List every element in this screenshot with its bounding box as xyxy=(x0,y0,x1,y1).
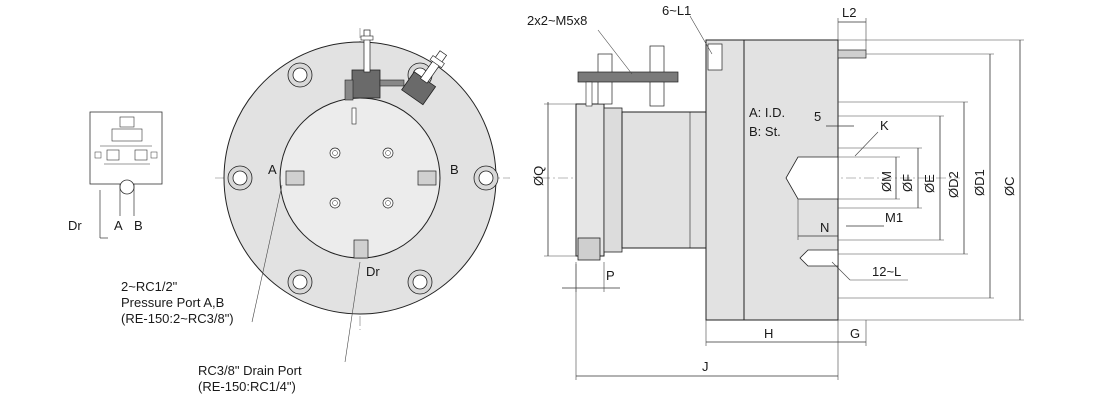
main-flange xyxy=(705,39,745,321)
dim-f-label: ØF xyxy=(900,174,915,192)
dim-12l-label: 12~L xyxy=(872,264,901,279)
schematic-label-a: A xyxy=(114,218,123,233)
legend-a: A: I.D. xyxy=(749,105,785,120)
dim-k-label: K xyxy=(880,118,889,133)
pressure-note-line1: 2~RC1/2" xyxy=(121,279,178,294)
pressure-note-line3: (RE-150:2~RC3/8") xyxy=(121,311,234,326)
dim-q-label: ØQ xyxy=(531,166,546,186)
dim-m1-label: M1 xyxy=(885,210,903,225)
port-b-fitting xyxy=(417,170,437,186)
hydraulic-schematic: Dr A B xyxy=(68,111,163,239)
dim-h-label: H xyxy=(764,326,773,341)
port-dr-fitting xyxy=(353,239,369,259)
back-plate xyxy=(575,103,605,257)
dim-l2-label: L2 xyxy=(842,5,856,20)
schematic-label-b: B xyxy=(134,218,143,233)
port-a-label: A xyxy=(268,162,277,177)
drain-note-line1: RC3/8" Drain Port xyxy=(198,363,302,378)
top-holes-label: 6~L1 xyxy=(662,3,691,18)
cylinder-body xyxy=(621,111,707,249)
face-holes xyxy=(329,147,394,209)
side-view: ØQ ØC ØD1 ØD2 ØE ØF ØM L2 xyxy=(527,3,1024,380)
dim-d1-label: ØD1 xyxy=(972,169,987,196)
screws-label: 2x2~M5x8 xyxy=(527,13,587,28)
front-view: A B Dr 2~RC1/2" Pressure Port A,B (RE-15… xyxy=(121,28,510,394)
dim-g-label: G xyxy=(850,326,860,341)
port-a-fitting xyxy=(285,170,305,186)
dim-e-label: ØE xyxy=(922,174,937,193)
port-b-label: B xyxy=(450,162,459,177)
valve-assembly xyxy=(344,29,448,125)
pressure-note-line2: Pressure Port A,B xyxy=(121,295,224,310)
dim-m-label: ØM xyxy=(879,171,894,192)
schematic-label-dr: Dr xyxy=(68,218,82,233)
dim-n-label: N xyxy=(820,220,829,235)
legend-b: B: St. xyxy=(749,124,781,139)
port-dr-label: Dr xyxy=(366,264,380,279)
dim-5-label: 5 xyxy=(814,109,821,124)
dim-p-label: P xyxy=(606,268,615,283)
dim-j-label: J xyxy=(702,359,709,374)
drain-note-line2: (RE-150:RC1/4") xyxy=(198,379,296,394)
dim-d2-label: ØD2 xyxy=(946,171,961,198)
dim-c-label: ØC xyxy=(1002,177,1017,197)
